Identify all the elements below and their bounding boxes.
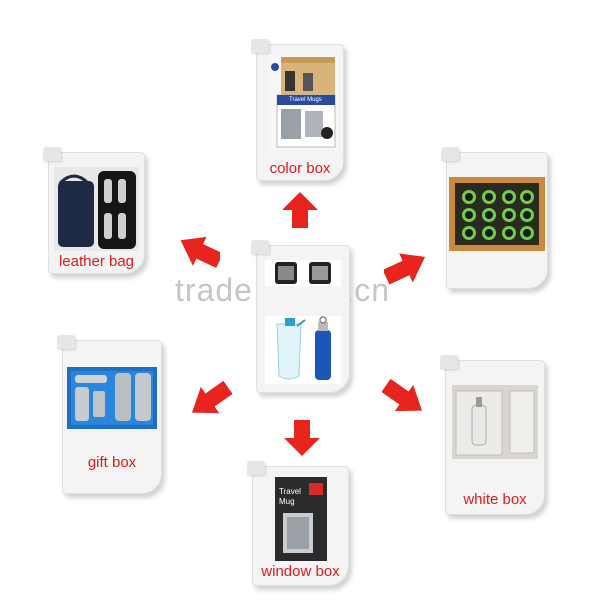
bottles-image <box>276 316 331 380</box>
card-white-box: white box <box>440 355 545 515</box>
leather-bag-image <box>54 167 139 251</box>
box-print-title: Travel Mugs <box>289 97 322 103</box>
gift-box-photo <box>67 367 157 429</box>
gift-box-label: gift box <box>87 454 137 471</box>
arrow-down-right-icon <box>382 378 423 412</box>
card-leather-bag: leather bag <box>43 147 145 274</box>
white-box-label: white box <box>463 491 527 508</box>
products-bottom-photo <box>265 316 341 384</box>
window-box-print-2: Mug <box>279 497 295 506</box>
bottles-tray-photo <box>449 177 545 251</box>
products-top-photo <box>265 260 341 286</box>
arrow-down-left-icon <box>191 380 232 414</box>
gift-box-image <box>67 367 157 429</box>
card-window-box: Travel Mug window box <box>247 461 349 586</box>
white-box-image <box>452 385 538 459</box>
card-tab <box>441 147 459 161</box>
card-gift-box: gift box <box>57 335 162 494</box>
color-box-photo: Travel Mugs <box>267 55 337 150</box>
window-box-print-1: Travel <box>279 487 301 496</box>
color-box-image <box>271 57 336 148</box>
arrow-up-icon <box>282 192 318 228</box>
card-tab <box>57 335 75 349</box>
window-box-label: window box <box>261 563 340 580</box>
card-tab <box>251 39 269 53</box>
arrow-up-right-icon <box>384 253 426 285</box>
card-tab <box>43 147 61 161</box>
mugs-image <box>275 262 331 284</box>
card-bottles-tray <box>441 147 548 289</box>
card-color-box: Travel Mugs color box <box>251 39 344 181</box>
arrow-up-left-icon <box>180 236 220 268</box>
window-box-image <box>275 477 327 561</box>
card-tab <box>247 461 265 475</box>
white-box-photo <box>452 385 538 459</box>
card-products <box>251 240 350 393</box>
window-box-photo: Travel Mug <box>275 477 327 561</box>
leather-bag-photo <box>54 167 139 251</box>
bottles-tray-image <box>449 177 545 251</box>
leather-bag-label: leather bag <box>58 253 135 270</box>
color-box-label: color box <box>269 160 331 177</box>
arrow-down-icon <box>284 420 320 456</box>
card-tab <box>251 240 269 254</box>
card-tab <box>440 355 458 369</box>
